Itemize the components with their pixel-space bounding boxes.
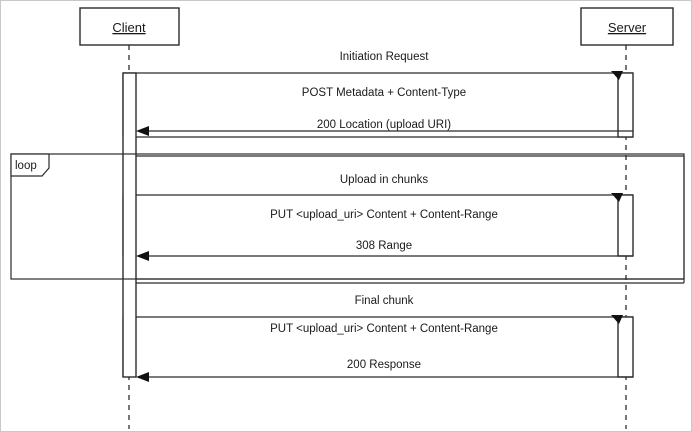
arrowhead-put-final-chunk <box>611 315 623 324</box>
participant-label-client: Client <box>112 20 146 35</box>
message-label-put-final-chunk: PUT <upload_uri> Content + Content-Range <box>270 323 498 335</box>
message-label-post-metadata: POST Metadata + Content-Type <box>302 87 466 99</box>
activation-bar-client <box>122 72 137 378</box>
arrowhead-200-response <box>136 372 149 382</box>
activation-bar-server-initiation <box>617 72 634 138</box>
arrowhead-200-location <box>136 126 149 136</box>
loop-fragment-label: loop <box>15 160 37 172</box>
lifelines-group <box>128 45 627 429</box>
message-label-200-location: 200 Location (upload URI) <box>317 119 451 131</box>
arrowhead-post-metadata <box>611 71 623 80</box>
loop-fragment-box <box>10 153 685 280</box>
arrowhead-308-range <box>136 251 149 261</box>
section-header-initiation: Initiation Request <box>340 51 430 63</box>
participant-box-client[interactable] <box>79 7 180 46</box>
activation-bar-server-final <box>617 316 634 378</box>
loop-fragment: loop <box>10 153 685 280</box>
message-labels-group: Initiation Request POST Metadata + Conte… <box>270 51 498 371</box>
arrowhead-put-chunk <box>611 193 623 202</box>
message-label-put-chunk: PUT <upload_uri> Content + Content-Range <box>270 209 498 221</box>
loop-fragment-tab <box>10 153 50 177</box>
section-header-upload-in-chunks: Upload in chunks <box>340 174 428 186</box>
participant-client[interactable]: Client <box>79 7 180 46</box>
message-label-200-response: 200 Response <box>347 359 421 371</box>
participant-server[interactable]: Server <box>580 7 674 46</box>
participant-label-server: Server <box>608 20 647 35</box>
activation-bars-group <box>122 72 634 378</box>
message-label-308-range: 308 Range <box>356 240 412 252</box>
section-header-final-chunk: Final chunk <box>355 295 414 307</box>
message-arrows-group <box>136 71 633 382</box>
activation-bar-server-loop <box>617 194 634 257</box>
participant-box-server[interactable] <box>580 7 674 46</box>
